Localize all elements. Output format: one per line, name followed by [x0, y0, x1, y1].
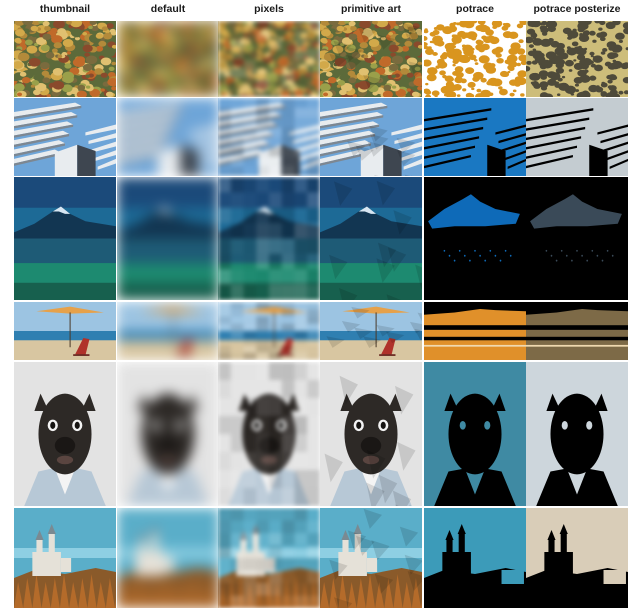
image-cell-default-row-6 — [117, 508, 219, 608]
image-cell-default-row-5 — [117, 362, 219, 506]
image-cell-poster-row-6 — [526, 508, 628, 608]
column-header-pixels: pixels — [254, 3, 284, 15]
image-cell-poster-row-1 — [526, 21, 628, 97]
image-cell-default-row-4 — [117, 302, 219, 360]
image-cell-thumbnail-row-6 — [14, 508, 116, 608]
image-cell-default-row-2 — [117, 98, 219, 176]
image-cell-poster-row-2 — [526, 98, 628, 176]
image-cell-potrace-row-3 — [424, 177, 526, 300]
image-cell-pixels-row-5 — [218, 362, 320, 506]
image-cell-potrace-row-5 — [424, 362, 526, 506]
image-cell-pixels-row-3 — [218, 177, 320, 300]
image-cell-poster-row-3 — [526, 177, 628, 300]
image-cell-potrace-row-2 — [424, 98, 526, 176]
image-cell-default-row-1 — [117, 21, 219, 97]
image-cell-default-row-3 — [117, 177, 219, 300]
image-cell-thumbnail-row-4 — [14, 302, 116, 360]
image-cell-thumbnail-row-3 — [14, 177, 116, 300]
image-cell-thumbnail-row-2 — [14, 98, 116, 176]
image-cell-thumbnail-row-1 — [14, 21, 116, 97]
image-cell-pixels-row-4 — [218, 302, 320, 360]
image-cell-poster-row-4 — [526, 302, 628, 360]
image-cell-primitive-row-2 — [320, 98, 422, 176]
image-cell-potrace-row-1 — [424, 21, 526, 97]
column-header-potrace: potrace — [456, 3, 494, 15]
image-cell-primitive-row-4 — [320, 302, 422, 360]
image-cell-thumbnail-row-5 — [14, 362, 116, 506]
column-header-default: default — [150, 3, 186, 15]
image-cell-pixels-row-6 — [218, 508, 320, 608]
column-header-thumbnail: thumbnail — [39, 3, 91, 15]
image-cell-primitive-row-3 — [320, 177, 422, 300]
image-cell-potrace-row-6 — [424, 508, 526, 608]
column-header-primitive: primitive art — [340, 3, 402, 15]
image-cell-pixels-row-1 — [218, 21, 320, 97]
image-cell-primitive-row-6 — [320, 508, 422, 608]
image-cell-pixels-row-2 — [218, 98, 320, 176]
column-header-poster: potrace posterize — [533, 3, 621, 15]
image-cell-primitive-row-5 — [320, 362, 422, 506]
image-cell-poster-row-5 — [526, 362, 628, 506]
image-cell-potrace-row-4 — [424, 302, 526, 360]
image-cell-primitive-row-1 — [320, 21, 422, 97]
